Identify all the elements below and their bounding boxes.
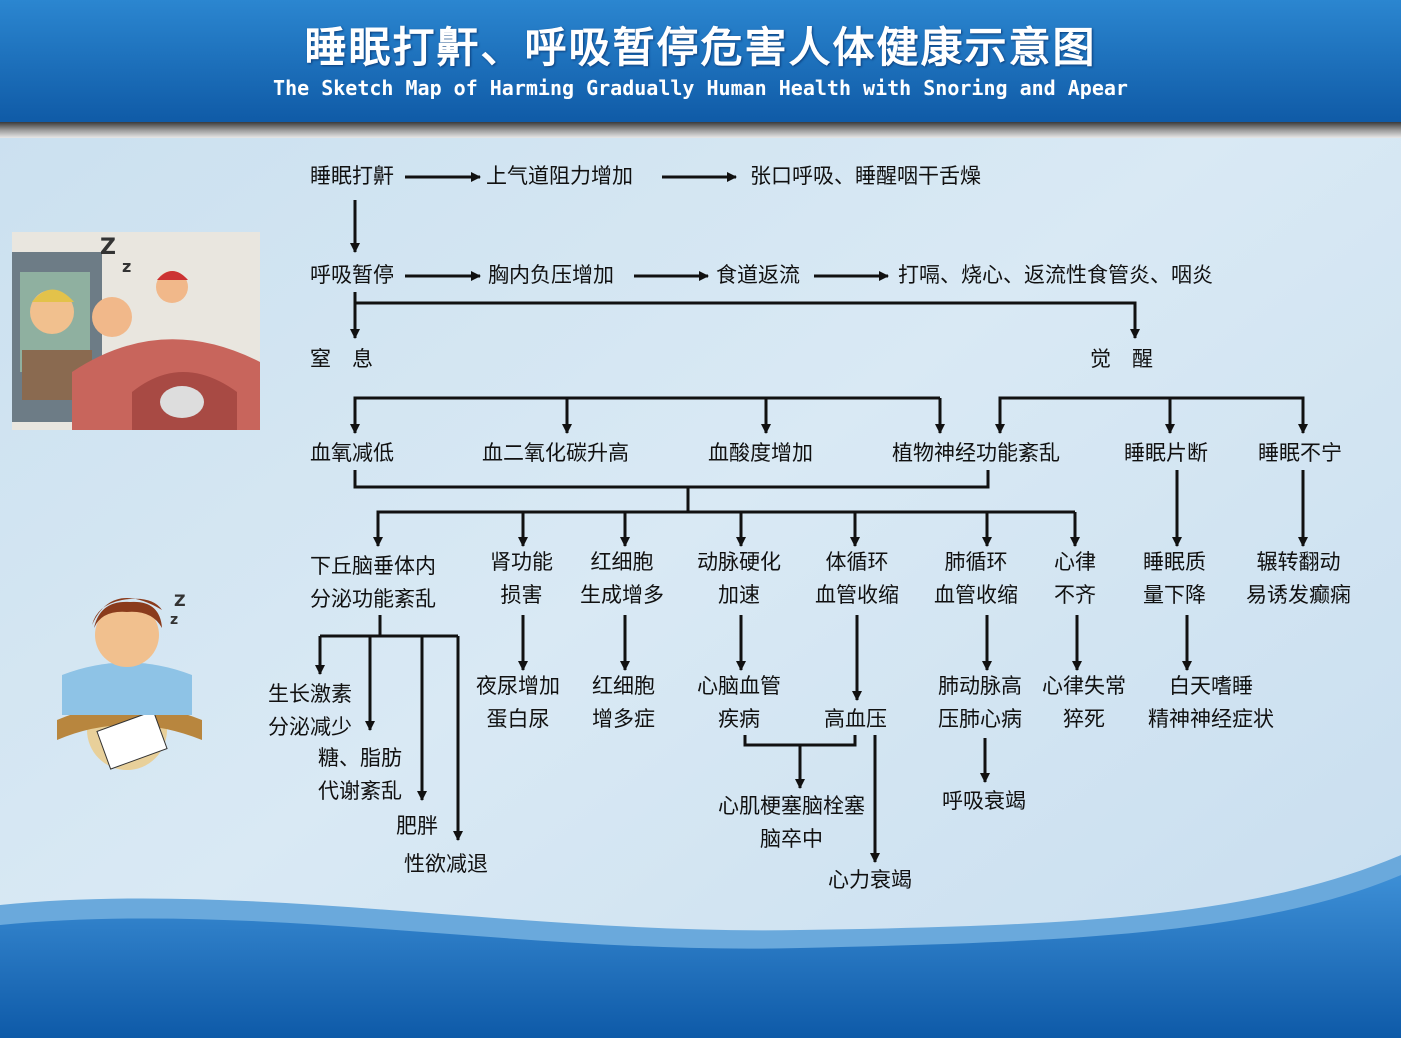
node-hypertension: 高血压 [824,707,887,731]
node-obesity: 肥胖 [396,814,438,838]
header: 睡眠打鼾、呼吸暂停危害人体健康示意图 The Sketch Map of Har… [0,0,1401,122]
node-sleep-quality: 睡眠质 量下降 [1143,550,1206,607]
tired-man-illustration: Z z [57,591,202,770]
node-artery: 动脉硬化 加速 [697,550,781,607]
node-chest-pressure: 胸内负压增加 [488,263,614,287]
node-libido: 性欲减退 [404,852,488,876]
node-daytime-sleepy: 白天嗜睡 精神神经症状 [1148,674,1274,731]
node-upper-airway: 上气道阻力增加 [486,164,633,188]
node-sleep-fragment: 睡眠片断 [1124,441,1208,465]
node-epilepsy: 辗转翻动 易诱发癫痫 [1246,550,1351,607]
node-suffocation: 窒 息 [310,347,373,371]
node-acidity: 血酸度增加 [708,441,813,465]
node-mouth-breathing: 张口呼吸、睡醒咽干舌燥 [750,164,981,188]
node-polycythemia: 红细胞 增多症 [592,674,655,731]
node-low-oxygen: 血氧减低 [310,441,394,465]
page-title: 睡眠打鼾、呼吸暂停危害人体健康示意图 [304,23,1097,72]
node-metabolism: 糖、脂肪 代谢紊乱 [318,746,402,803]
node-sleep-restless: 睡眠不宁 [1258,441,1342,465]
svg-text:Z: Z [100,235,116,260]
node-infarction: 心肌梗塞脑栓塞 脑卒中 [718,794,865,851]
svg-text:Z: Z [174,591,186,610]
node-cardio-disease: 心脑血管 疾病 [697,674,781,731]
node-pulmonary: 肺循环 血管收缩 [934,550,1018,607]
node-nocturia: 夜尿增加 蛋白尿 [476,674,560,731]
node-sudden-death: 心律失常 猝死 [1042,674,1126,731]
node-arrhythmia: 心律 不齐 [1054,550,1096,607]
svg-text:z: z [122,257,131,276]
node-reflux-effects: 打嗝、烧心、返流性食管炎、咽炎 [898,263,1213,287]
page-subtitle: The Sketch Map of Harming Gradually Huma… [273,76,1128,100]
node-apnea: 呼吸暂停 [310,263,394,287]
node-co2-rise: 血二氧化碳升高 [482,441,629,465]
node-resp-failure: 呼吸衰竭 [942,789,1026,813]
node-rbc: 红细胞 生成增多 [580,550,664,607]
node-kidney: 肾功能 损害 [490,550,553,607]
node-pulmonary-heart: 肺动脉高 压肺心病 [938,674,1022,731]
node-autonomic: 植物神经功能紊乱 [892,441,1060,465]
node-reflux: 食道返流 [716,263,800,287]
node-awakening: 觉 醒 [1090,347,1153,371]
node-growth-hormone: 生长激素 分泌减少 [268,682,352,739]
node-heart-failure: 心力衰竭 [828,868,912,892]
node-hypothalamus: 下丘脑垂体内 分泌功能紊乱 [310,554,436,611]
node-snoring: 睡眠打鼾 [310,164,394,188]
svg-text:z: z [170,612,178,628]
snoring-family-illustration: Z z [12,232,260,430]
node-systemic: 体循环 血管收缩 [815,550,899,607]
